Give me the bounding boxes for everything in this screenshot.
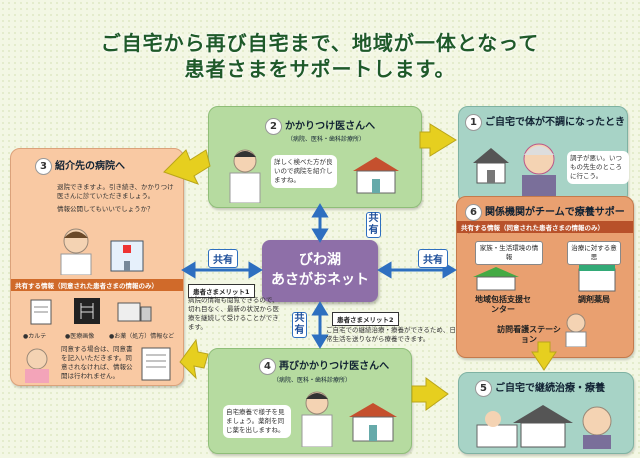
step1-bubble: 調子が悪い。いつもの先生のところに行こう。 [567,151,629,184]
share-label-left: 共有 [208,249,238,268]
step2-label: かかりつけ医さんへ [285,121,376,132]
title-line2: 患者さまをサポートします。 [184,57,456,81]
step2-number: 2 [265,118,282,135]
info-family: 家族・生活環境の情報 [475,241,543,265]
xray-icon [74,298,100,324]
page-title: ご自宅から再び自宅まで、地域が一体となって 患者さまをサポートします。 [0,30,640,82]
step3-share-header: 共有する情報（同意された患者さまの情報のみ） [11,279,183,291]
share-item-medicine: ●お薬（処方）情報など [109,333,175,340]
merit2-text: ご自宅での継続治療・療養ができるため、日常生活を送りながら療養できます。 [326,326,456,343]
medical-record-icon [30,299,52,325]
share-item-images: ●医療画像 [65,333,95,340]
center-line1: びわ湖 [299,252,341,268]
support-center-icon [473,267,519,291]
step4-label: 再びかかりつけ医さんへ [279,361,390,372]
visiting-nurse-icon [565,313,587,347]
facility-pharmacy: 調剤薬局 [578,295,610,304]
patient-nurse-icon [25,348,49,383]
step4-sub: （病院、医科・歯科診療所） [273,377,352,384]
facility-visiting-nurse: 訪問看護ステーション [497,325,561,344]
title-line1: ご自宅から再び自宅まで、地域が一体となって [100,31,540,55]
step3-number: 3 [35,158,52,175]
step5-label: ご自宅で継続治療・療養 [495,383,605,394]
medicine-icon [117,302,152,322]
share-label-right: 共有 [418,249,448,268]
doctor-icon [229,149,261,203]
house-icon [473,148,509,184]
share-label-top: 共有 [366,212,381,238]
step6-number: 6 [465,204,482,221]
clinic-icon-2 [349,403,397,442]
step6-card: 6関係機関がチームで療養サポート 共有する情報（同意された患者さまの情報のみ） … [456,196,634,358]
doctor-icon-2 [301,391,333,447]
share-label-bottom: 共有 [292,312,307,338]
family-home-icon [476,405,612,449]
biwako-asagao-net: びわ湖 あさがおネット [262,240,378,302]
nurse-doctor-icon [60,228,92,275]
step2-sub: （病院、医科・歯科診療所） [287,136,366,143]
step5-number: 5 [475,380,492,397]
share-item-chart: ●カルテ [23,333,47,340]
merit1-label: 患者さまメリット1 [188,284,255,298]
step3-text1: 退院できますよ。引き続き、かかりつけ医さんに診ていただきましょう。 [57,183,174,200]
step1-number: 1 [465,114,482,131]
step3-consent: 同意する場合は、同意書を記入いただきます。同意されなければ、情報公開は行われませ… [61,345,133,380]
clinic-icon [353,157,399,194]
elderly-man-icon [522,143,556,197]
merit2-label: 患者さまメリット2 [332,312,399,326]
step2-text: 詳しく検べた方が良いので病院を紹介しますね。 [271,155,337,188]
step4-number: 4 [259,358,276,375]
pharmacy-icon [578,265,616,292]
step4-text: 自宅療養で様子を見ましょう。薬剤を同じ薬を出しますね。 [223,405,291,438]
step6-share-header: 共有する情報（同意された患者さまの情報のみ） [457,221,633,233]
document-icon [141,347,171,381]
hospital-icon [110,240,144,272]
merit1-text: 病院の情報も閲覧できるので、切れ目なく、最新の状況から医療を継続して受けることが… [188,296,279,331]
step3-label: 紹介先の病院へ [55,161,125,172]
center-line2: あさがおネット [271,272,369,288]
step3-text2: 情報公開してもいいでしょうか？ [57,205,154,213]
info-intent: 治療に対する意思 [567,241,621,265]
facility-support-center: 地域包括支援センター [475,295,531,314]
step1-label: ご自宅で体が不調になったとき [485,117,625,128]
